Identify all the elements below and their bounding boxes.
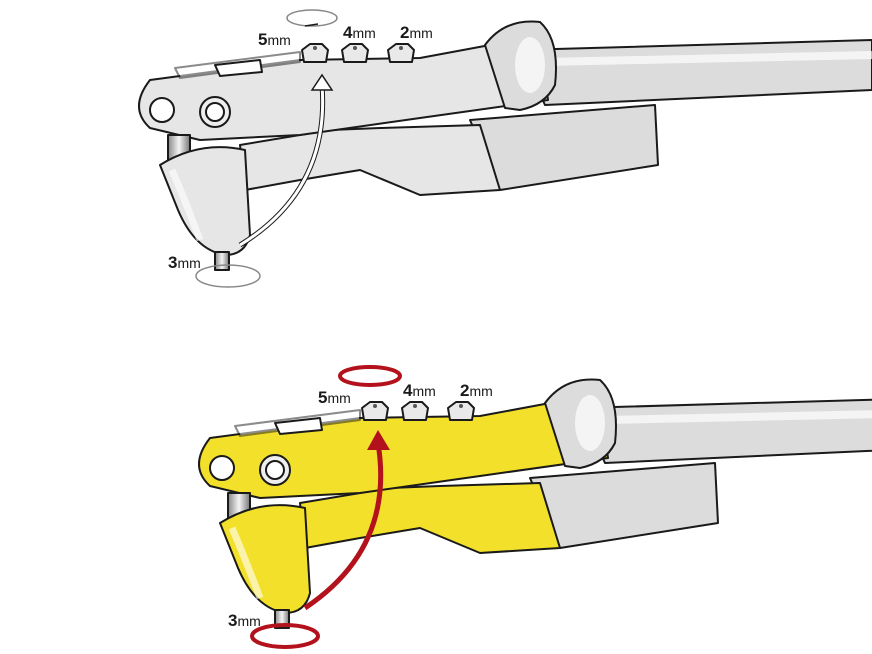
label-4mm: 4mm bbox=[343, 23, 376, 42]
rotate-arrow-bottom-icon bbox=[195, 264, 261, 288]
tool-before: 5mm 4mm 2mm 3mm bbox=[139, 9, 872, 288]
rotate-arrow-top-icon bbox=[338, 365, 402, 387]
transfer-arrow-icon bbox=[303, 442, 384, 611]
label-2mm: 2mm bbox=[400, 23, 433, 42]
label-4mm: 4mm bbox=[403, 381, 436, 400]
rivet-tool-gray bbox=[139, 21, 872, 270]
rivet-tool-yellow bbox=[199, 379, 872, 628]
tool-after: 5mm 4mm 2mm 3mm bbox=[199, 365, 872, 649]
rotate-arrow-top-icon bbox=[286, 9, 338, 27]
label-3mm: 3mm bbox=[228, 611, 261, 630]
label-5mm: 5mm bbox=[258, 30, 291, 49]
rotate-arrow-bottom-icon bbox=[250, 623, 320, 649]
label-5mm: 5mm bbox=[318, 388, 351, 407]
label-3mm: 3mm bbox=[168, 253, 201, 272]
label-2mm: 2mm bbox=[460, 381, 493, 400]
